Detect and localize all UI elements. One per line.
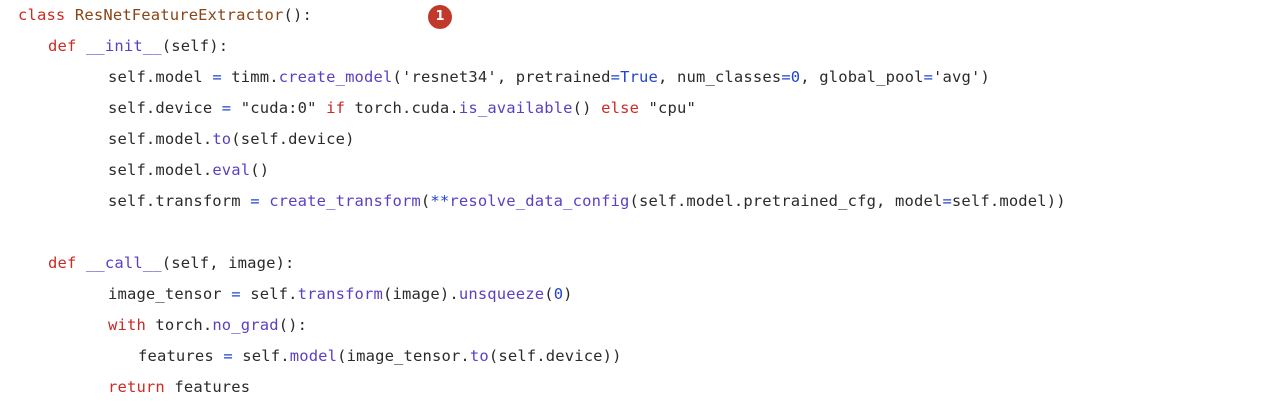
token-paren-close: ) — [563, 285, 573, 303]
token-function-is-available: is_available — [458, 99, 573, 117]
token-paren-open: ( — [544, 285, 554, 303]
token-operator-eq: = — [923, 68, 934, 86]
token-params: (self, image): — [161, 254, 295, 272]
code-line-10: image_tensor = self.transform(image).uns… — [0, 279, 1280, 310]
token-args: (image_tensor. — [337, 347, 470, 365]
code-line-12: features = self.model(image_tensor.to(se… — [0, 341, 1280, 372]
token-function-transform: transform — [297, 285, 383, 303]
token-args: (self.device)) — [488, 347, 622, 365]
code-line-13: return features — [0, 372, 1280, 403]
token-operator-assign: = — [223, 347, 233, 365]
code-line-7: self.transform = create_transform(**reso… — [0, 186, 1280, 217]
token-target: self.model — [108, 68, 213, 86]
token-operator-kwargs: ** — [430, 192, 450, 210]
annotation-badge-1: 1 — [428, 5, 452, 29]
token-function-create-transform: create_transform — [269, 192, 421, 210]
token-object: timm. — [221, 68, 279, 86]
token-args: (self.model.pretrained_cfg, model — [629, 192, 943, 210]
token-keyword-def: def — [48, 254, 77, 272]
token-object: torch.cuda. — [345, 99, 459, 117]
token-args: (image). — [383, 285, 459, 303]
token-keyword-def: def — [48, 37, 77, 55]
token-object: torch. — [145, 316, 213, 334]
token-string-resnet34: 'resnet34' — [401, 68, 497, 86]
token-space — [317, 99, 326, 117]
token-value: features — [164, 378, 251, 396]
token-keyword-if: if — [326, 99, 346, 117]
token-number-zero: 0 — [790, 68, 801, 86]
code-line-11: with torch.no_grad(): — [0, 310, 1280, 341]
code-line-3: self.model = timm.create_model('resnet34… — [0, 62, 1280, 93]
token-comma: , — [496, 68, 516, 86]
token-keyword-return: return — [108, 378, 165, 396]
token-target: self.transform — [108, 192, 251, 210]
token-args: self.model)) — [951, 192, 1066, 210]
token-call-parens: () — [572, 99, 602, 117]
code-line-6: self.model.eval() — [0, 155, 1280, 186]
token-string-avg: 'avg' — [933, 68, 981, 86]
token-keyword-with: with — [108, 316, 146, 334]
token-target: features — [138, 347, 224, 365]
token-kwarg-num-classes: num_classes — [677, 68, 782, 86]
token-paren-close: ) — [980, 68, 990, 86]
token-function-resolve-data-config: resolve_data_config — [449, 192, 630, 210]
code-line-8-blank — [0, 217, 1280, 248]
token-operator-eq: = — [942, 192, 952, 210]
token-paren-open: ( — [420, 192, 431, 210]
token-target: image_tensor — [108, 285, 232, 303]
token-operator-assign: = — [250, 192, 260, 210]
token-punctuation: (): — [278, 316, 308, 334]
token-kwarg-pretrained: pretrained — [515, 68, 611, 86]
token-space — [639, 99, 648, 117]
token-keyword-class: class — [18, 6, 66, 24]
token-args: () — [250, 161, 270, 179]
token-args: (self.device) — [231, 130, 355, 148]
code-line-9: def __call__(self, image): — [0, 248, 1280, 279]
token-operator-assign: = — [212, 68, 222, 86]
token-object: self.model. — [108, 161, 213, 179]
token-function-to: to — [469, 347, 489, 365]
token-target: self.device — [108, 99, 222, 117]
code-line-1: class ResNetFeatureExtractor(): — [0, 0, 1280, 31]
token-params: (self): — [161, 37, 229, 55]
token-operator-assign: = — [221, 99, 232, 117]
token-space — [65, 6, 74, 24]
token-object: self. — [240, 285, 298, 303]
token-function-eval: eval — [212, 161, 251, 179]
token-operator-eq: = — [781, 68, 791, 86]
token-object: self. — [232, 347, 290, 365]
code-line-4: self.device = "cuda:0" if torch.cuda.is_… — [0, 93, 1280, 124]
token-space — [231, 99, 240, 117]
token-class-name: ResNetFeatureExtractor — [74, 6, 284, 24]
token-space — [76, 37, 85, 55]
token-function-to: to — [212, 130, 232, 148]
token-object: self.model. — [108, 130, 213, 148]
token-boolean-true: True — [620, 68, 659, 86]
code-line-5: self.model.to(self.device) — [0, 124, 1280, 155]
token-punctuation: (): — [283, 6, 312, 24]
token-paren-open: ( — [392, 68, 402, 86]
token-function-create-model: create_model — [278, 68, 393, 86]
token-operator-eq: = — [610, 68, 621, 86]
token-string-cuda: "cuda:0" — [240, 99, 317, 117]
token-string-cpu: "cpu" — [648, 99, 696, 117]
token-function-init: __init__ — [85, 37, 162, 55]
token-space — [260, 192, 269, 210]
token-function-model: model — [289, 347, 338, 365]
token-space — [76, 254, 85, 272]
token-comma: , — [800, 68, 820, 86]
code-line-2: def __init__(self): — [0, 31, 1280, 62]
token-number-zero: 0 — [553, 285, 564, 303]
token-kwarg-global-pool: global_pool — [819, 68, 924, 86]
token-operator-assign: = — [231, 285, 241, 303]
token-comma: , — [658, 68, 677, 86]
token-function-no-grad: no_grad — [212, 316, 279, 334]
token-keyword-else: else — [601, 99, 640, 117]
token-function-unsqueeze: unsqueeze — [458, 285, 545, 303]
token-function-call: __call__ — [85, 254, 162, 272]
